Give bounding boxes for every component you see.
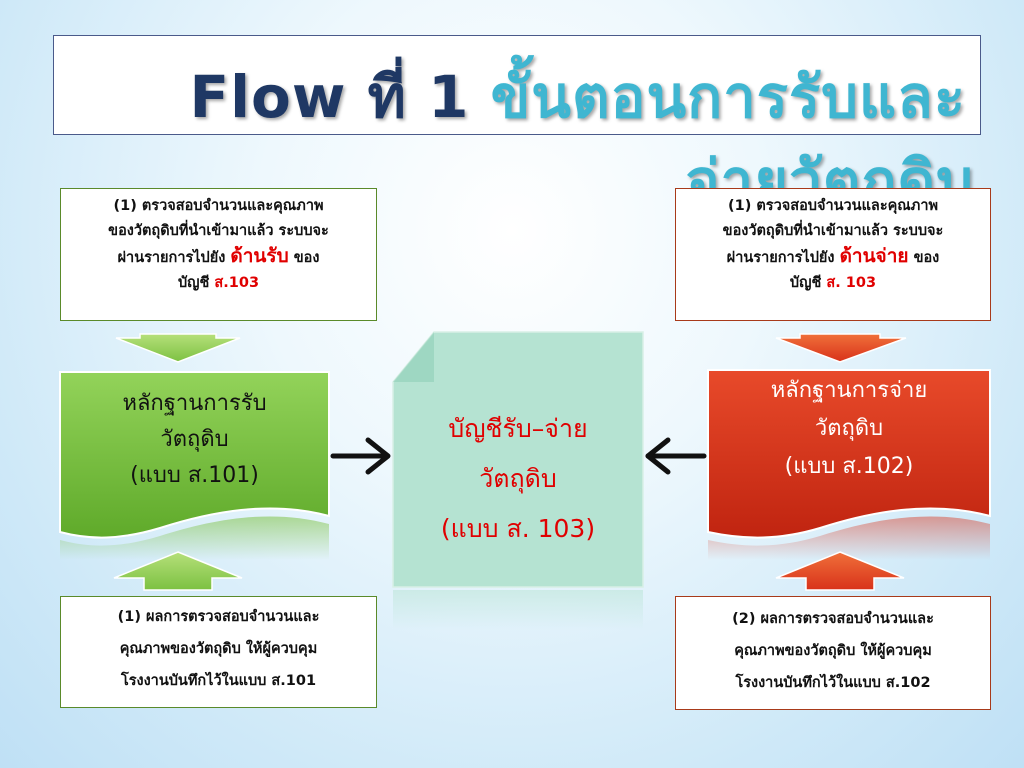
note-top-left-line3: ผ่านรายการไปยัง ด้านรับ ของ [71, 244, 366, 271]
arrow-left-icon [645, 437, 707, 475]
note-top-left-emphasis: ด้านรับ [230, 245, 289, 267]
doc-left-shape [59, 371, 330, 560]
note-top-left-line1: (1) ตรวจสอบจำนวนและคุณภาพ [113, 198, 324, 214]
note-bottom-right: (2) ผลการตรวจสอบจำนวนและ คุณภาพของวัตถุด… [675, 596, 991, 710]
note-bottom-left-line3: โรงงานบันทึกไว้ในแบบ ส.101 [120, 673, 317, 689]
doc-center-line2: วัตถุดิบ [479, 464, 557, 493]
note-top-right-line4: บัญชี ส. 103 [686, 271, 980, 296]
arrow-down-red-icon [775, 333, 907, 363]
note-bottom-left: (1) ผลการตรวจสอบจำนวนและ คุณภาพของวัตถุด… [60, 596, 377, 708]
arrow-down-green-icon [115, 333, 241, 363]
doc-right-line1: หลักฐานการจ่าย [770, 378, 928, 403]
note-bottom-right-line3: โรงงานบันทึกไว้ในแบบ ส.102 [735, 675, 931, 691]
doc-left: หลักฐานการรับ วัตถุดิบ (แบบ ส.101) [60, 386, 329, 494]
note-top-right-line3-post: ของ [913, 250, 940, 266]
note-top-right-line3: ผ่านรายการไปยัง ด้านจ่าย ของ [686, 244, 980, 271]
note-top-right-line4-emph: ส. 103 [826, 275, 877, 291]
note-bottom-right-line1: (2) ผลการตรวจสอบจำนวนและ [732, 611, 934, 627]
doc-right: หลักฐานการจ่าย วัตถุดิบ (แบบ ส.102) [708, 372, 990, 486]
doc-left-line2: วัตถุดิบ [160, 427, 229, 452]
doc-center-line1: บัญชีรับ–จ่าย [448, 414, 588, 443]
note-top-right-line2: ของวัตถุดิบที่นำเข้ามาแล้ว ระบบจะ [722, 223, 944, 239]
doc-center-text: บัญชีรับ–จ่าย วัตถุดิบ (แบบ ส. 103) [393, 404, 643, 554]
doc-left-line1: หลักฐานการรับ [122, 391, 267, 416]
note-top-left-line3-pre: ผ่านรายการไปยัง [117, 250, 226, 266]
arrow-right-icon [330, 437, 391, 475]
note-top-right: (1) ตรวจสอบจำนวนและคุณภาพ ของวัตถุดิบที่… [675, 188, 991, 321]
note-top-left: (1) ตรวจสอบจำนวนและคุณภาพ ของวัตถุดิบที่… [60, 188, 377, 321]
doc-center-line3: (แบบ ส. 103) [440, 514, 596, 543]
note-top-right-emphasis: ด้านจ่าย [839, 245, 909, 267]
doc-right-shape [707, 369, 991, 560]
note-bottom-right-line2: คุณภาพของวัตถุดิบ ให้ผู้ควบคุม [734, 643, 932, 659]
doc-right-line3: (แบบ ส.102) [784, 454, 914, 479]
note-top-left-line2: ของวัตถุดิบที่นำเข้ามาแล้ว ระบบจะ [108, 223, 329, 239]
title-flow-label: Flow ที่ 1 [189, 63, 470, 131]
note-top-left-line4-emph: ส.103 [214, 275, 260, 291]
note-bottom-left-line1: (1) ผลการตรวจสอบจำนวนและ [117, 609, 320, 625]
doc-right-line2: วัตถุดิบ [814, 416, 884, 441]
note-top-left-line4: บัญชี ส.103 [71, 271, 366, 296]
title-line1-text: ขั้นตอนการรับและ [490, 63, 966, 131]
note-top-left-line4-pre: บัญชี [177, 275, 210, 291]
note-top-right-line4-pre: บัญชี [789, 275, 822, 291]
arrow-up-green-icon [113, 551, 243, 591]
note-top-right-line1: (1) ตรวจสอบจำนวนและคุณภาพ [727, 198, 939, 214]
note-top-left-line3-post: ของ [293, 250, 320, 266]
doc-center-shape [392, 331, 644, 630]
note-top-right-line3-pre: ผ่านรายการไปยัง [726, 250, 835, 266]
title-line-1: Flow ที่ 1 ขั้นตอนการรับและ [54, 50, 966, 143]
arrow-up-red-icon [775, 551, 905, 591]
note-bottom-left-line2: คุณภาพของวัตถุดิบ ให้ผู้ควบคุม [119, 641, 318, 657]
doc-left-line3: (แบบ ส.101) [130, 463, 259, 488]
